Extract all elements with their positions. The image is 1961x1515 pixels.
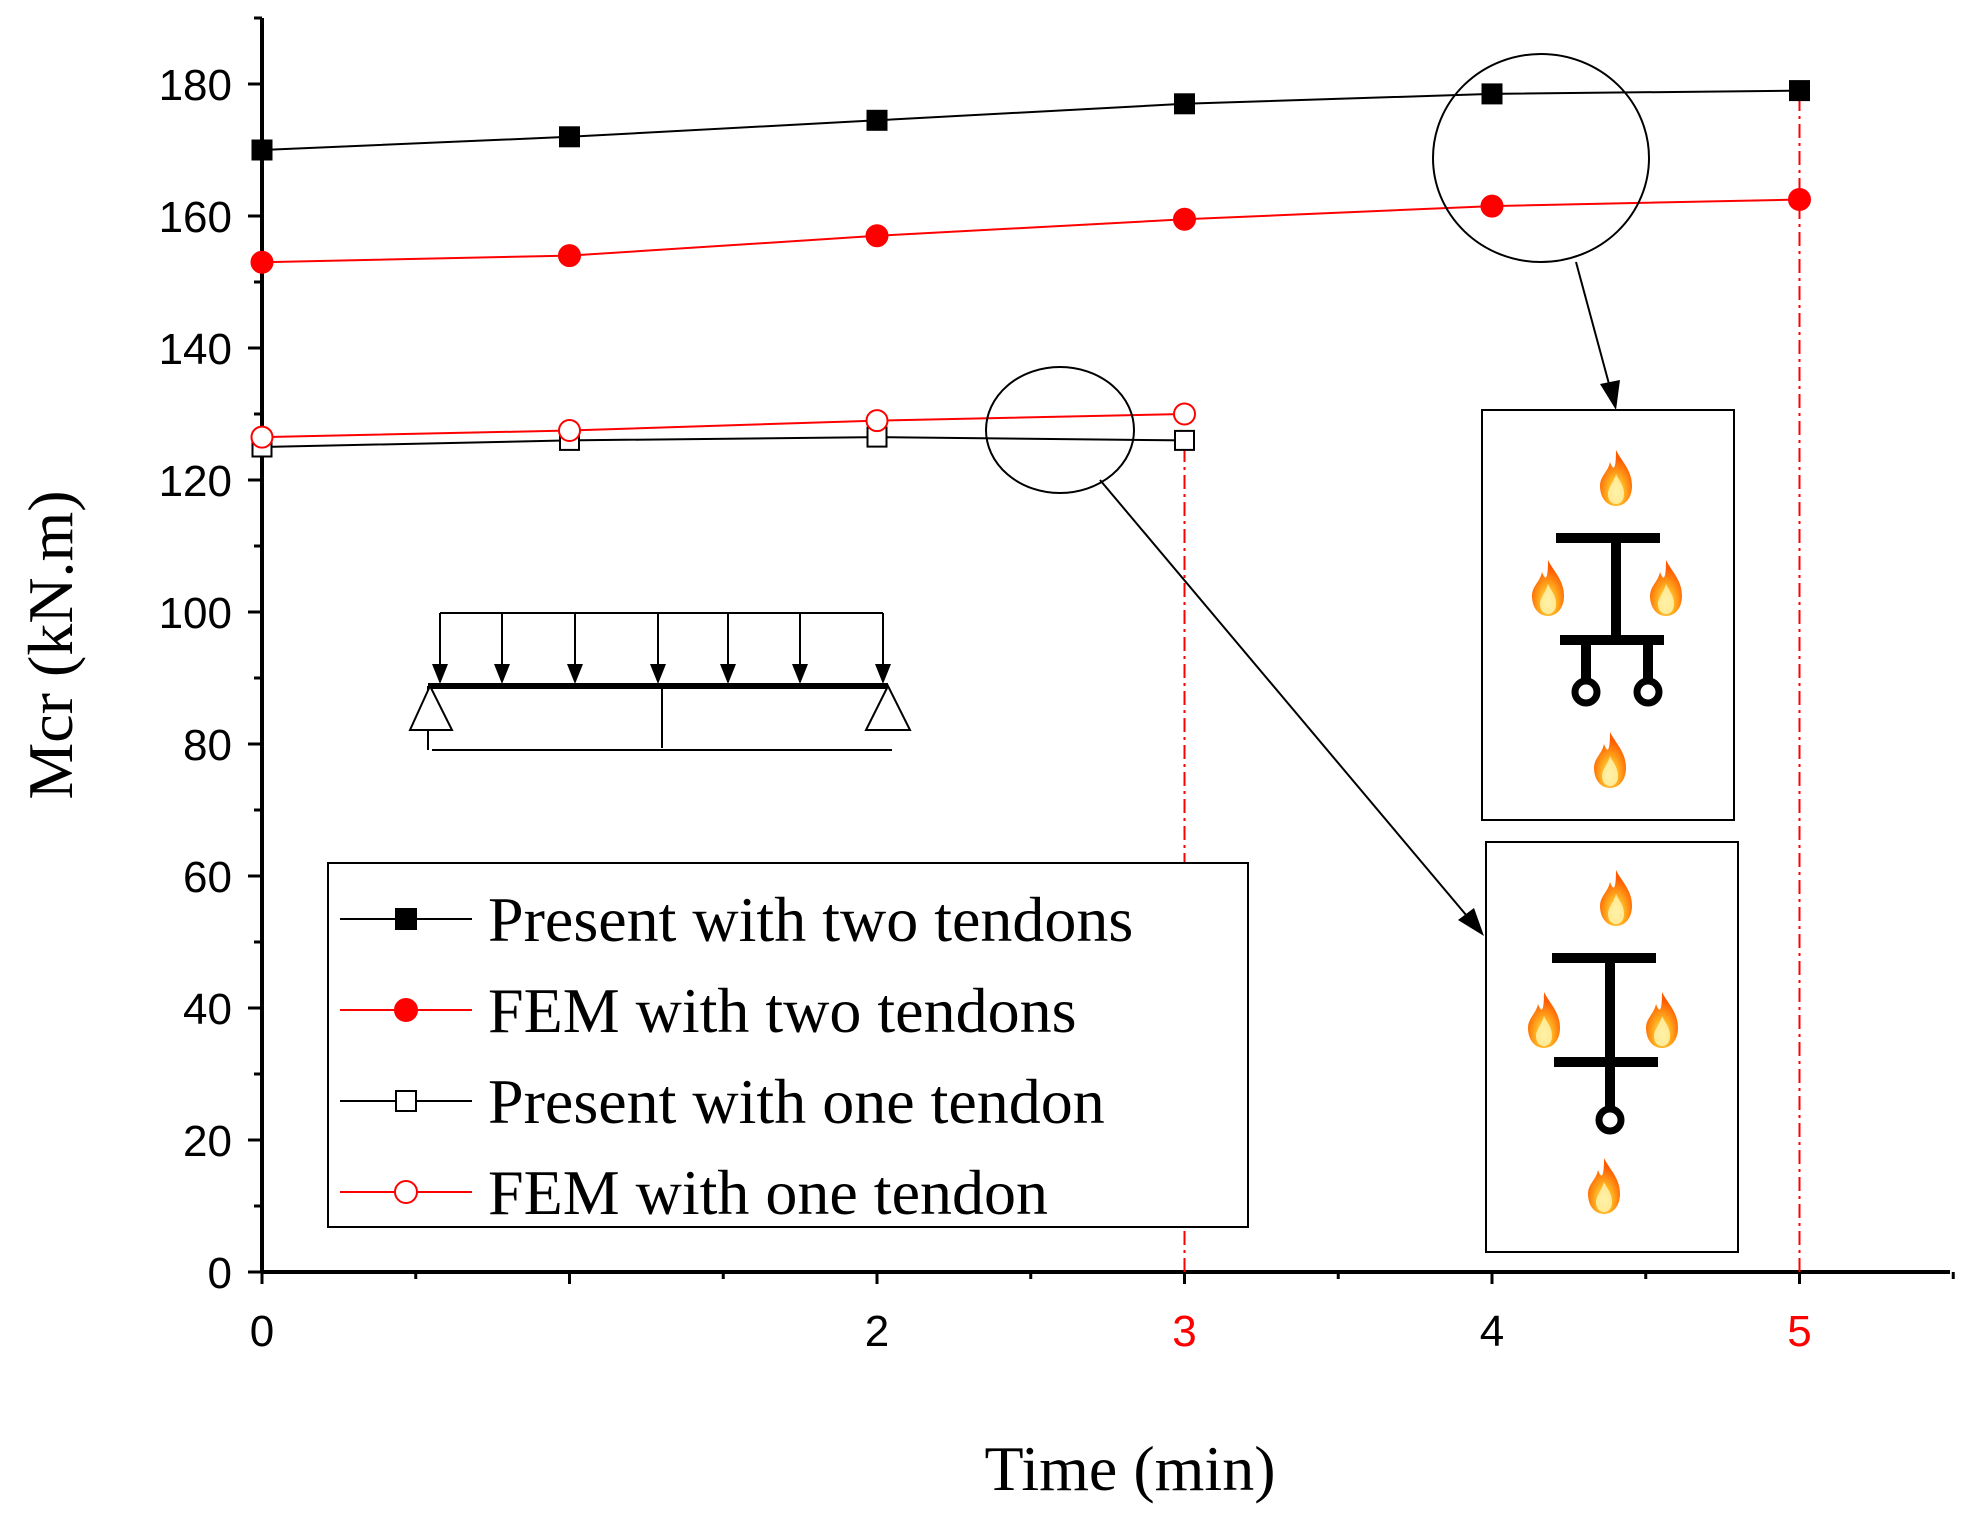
- x-tick-label: 5: [1787, 1307, 1811, 1356]
- data-point-marker: [1173, 402, 1196, 426]
- data-point-marker: [866, 109, 888, 131]
- series-2: [250, 188, 1811, 274]
- y-tick-label: 0: [208, 1249, 232, 1298]
- data-point-marker: [559, 126, 580, 148]
- data-point-marker: [250, 250, 274, 274]
- cross-section-two-tendons: [1481, 409, 1735, 821]
- y-tick-label: 20: [183, 1117, 232, 1166]
- data-point-marker: [1174, 429, 1195, 451]
- legend-label: Present with two tendons: [488, 884, 1133, 955]
- load-arrowheads: [432, 664, 891, 684]
- legend-item-3: Present with one tendon: [340, 1066, 1105, 1137]
- data-point-marker: [1481, 83, 1503, 105]
- legend-label: FEM with two tendons: [488, 975, 1076, 1046]
- series-3: [251, 426, 1195, 458]
- series-layer: [250, 80, 1811, 458]
- series-line: [261, 89, 1800, 151]
- series-line: [261, 413, 1185, 439]
- y-ticks: 0 20 40 60 80 100 120 140 160 180: [159, 16, 262, 1298]
- tendon-left: [1571, 677, 1601, 707]
- series-4: [250, 402, 1196, 449]
- x-tick-label: 3: [1172, 1307, 1196, 1356]
- callouts: [985, 53, 1650, 936]
- callout-arrow-one-tendon: [1099, 479, 1473, 923]
- x-axis-title: Time (min): [985, 1433, 1276, 1504]
- callout-circle-two-tendons: [1432, 53, 1650, 263]
- series-line: [261, 198, 1800, 264]
- callout-arrow-two-tendons: [1575, 261, 1613, 396]
- data-point-marker: [1788, 188, 1811, 211]
- data-point-marker: [395, 908, 417, 930]
- data-point-marker: [394, 1180, 418, 1204]
- data-point-marker: [1174, 93, 1195, 115]
- y-axis-title: Mcr (kN.m): [15, 490, 86, 799]
- legend-item-2: FEM with two tendons: [340, 975, 1076, 1046]
- data-point-marker: [1789, 80, 1810, 102]
- y-tick-label: 180: [159, 61, 232, 110]
- data-point-marker: [395, 1090, 417, 1112]
- data-point-marker: [251, 139, 273, 161]
- callout-arrowhead-one-tendon: [1458, 908, 1484, 936]
- t-section-two-tendons: [1556, 533, 1664, 680]
- callout-arrowhead-two-tendons: [1600, 380, 1620, 410]
- legend-box: [327, 862, 1249, 1228]
- cross-section-one-tendon: [1485, 841, 1739, 1253]
- right-support-triangle: [864, 683, 912, 731]
- data-point-marker: [1173, 207, 1196, 231]
- x-ticks: 0 2 3 4 5: [250, 1272, 1955, 1356]
- callout-circle-one-tendon: [985, 366, 1135, 494]
- legend-item-4: FEM with one tendon: [340, 1157, 1048, 1228]
- x-tick-label: 4: [1480, 1307, 1504, 1356]
- y-tick-label: 60: [183, 853, 232, 902]
- x-tick-label: 0: [250, 1307, 274, 1356]
- legend-item-1: Present with two tendons: [340, 884, 1133, 955]
- x-tick-label: 2: [865, 1307, 889, 1356]
- series-1: [251, 80, 1810, 161]
- legend-label: Present with one tendon: [488, 1066, 1105, 1137]
- data-point-marker: [394, 998, 418, 1022]
- data-point-marker: [865, 224, 889, 248]
- t-section-one-tendon: [1552, 953, 1658, 1108]
- data-point-marker: [865, 409, 889, 433]
- beam-loading-diagram: [408, 612, 912, 751]
- legend-label: FEM with one tendon: [488, 1157, 1048, 1228]
- left-support-triangle: [408, 683, 454, 731]
- y-tick-label: 160: [159, 193, 232, 242]
- data-point-marker: [558, 244, 581, 268]
- y-tick-label: 120: [159, 457, 232, 506]
- y-tick-label: 100: [159, 589, 232, 638]
- axes: 0 20 40 60 80 100 120 140 160 180 0 2 3 4 5 Time (min…: [15, 16, 1955, 1504]
- tendon-center: [1595, 1105, 1625, 1135]
- tendon-right: [1633, 677, 1663, 707]
- y-tick-label: 140: [159, 325, 232, 374]
- load-arrows: [439, 613, 884, 672]
- data-point-marker: [250, 425, 274, 449]
- y-tick-label: 80: [183, 721, 232, 770]
- y-tick-label: 40: [183, 985, 232, 1034]
- series-line: [261, 436, 1185, 448]
- data-point-marker: [558, 419, 581, 442]
- data-point-marker: [1480, 194, 1504, 218]
